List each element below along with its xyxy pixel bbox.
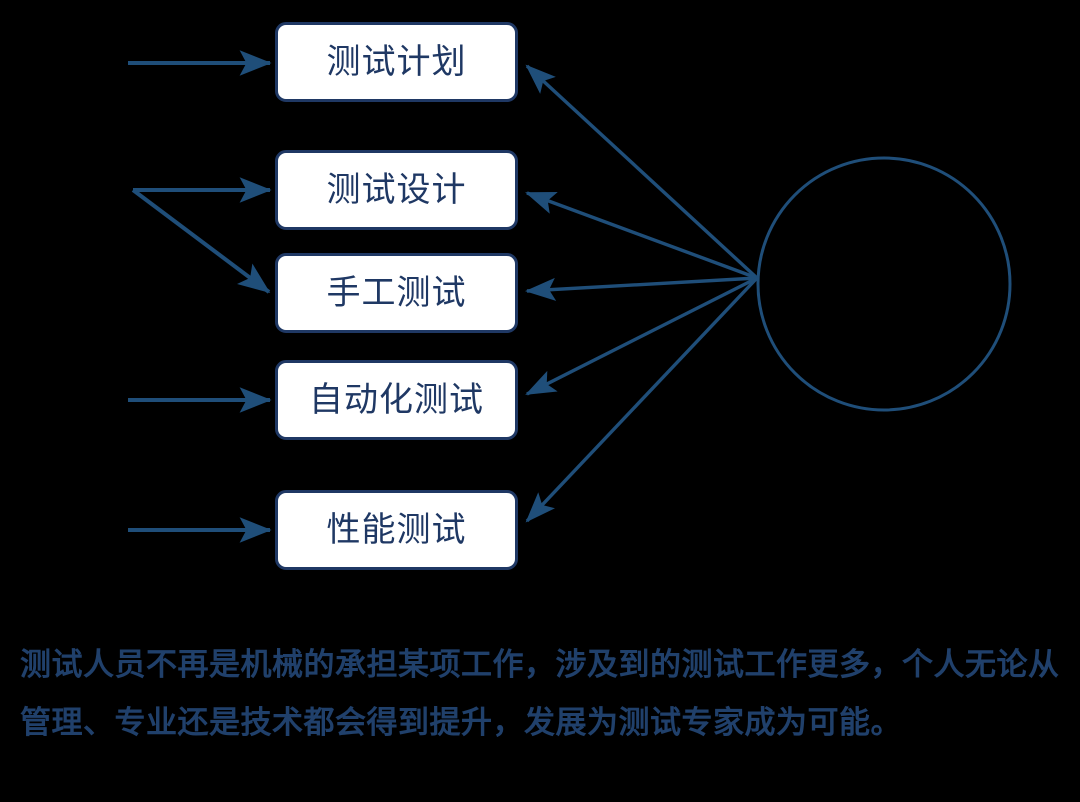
node-manual-test-label: 手工测试: [326, 274, 467, 312]
node-performance-test-label: 性能测试: [326, 511, 467, 549]
hub-arrow-performance-test: [525, 276, 759, 523]
hub-arrow-manual-test: [524, 276, 758, 301]
node-manual-test[interactable]: 手工测试: [275, 253, 518, 333]
hub-arrow-test-design: [525, 191, 758, 280]
node-test-design-label: 测试设计: [326, 171, 467, 209]
tester-circle: [756, 156, 1012, 412]
hub-arrow-test-plan: [525, 64, 759, 280]
node-performance-test[interactable]: 性能测试: [275, 490, 518, 570]
node-test-plan[interactable]: 测试计划: [275, 22, 518, 102]
node-test-plan-label: 测试计划: [326, 43, 467, 81]
arrow-to-manual-test: [131, 188, 271, 294]
node-automation-test[interactable]: 自动化测试: [275, 360, 518, 440]
node-test-design[interactable]: 测试设计: [275, 150, 518, 230]
node-automation-test-label: 自动化测试: [309, 381, 484, 419]
caption-text: 测试人员不再是机械的承担某项工作，涉及到的测试工作更多，个人无论从管理、专业还是…: [20, 647, 1060, 740]
hub-arrow-automation-test: [525, 276, 758, 396]
